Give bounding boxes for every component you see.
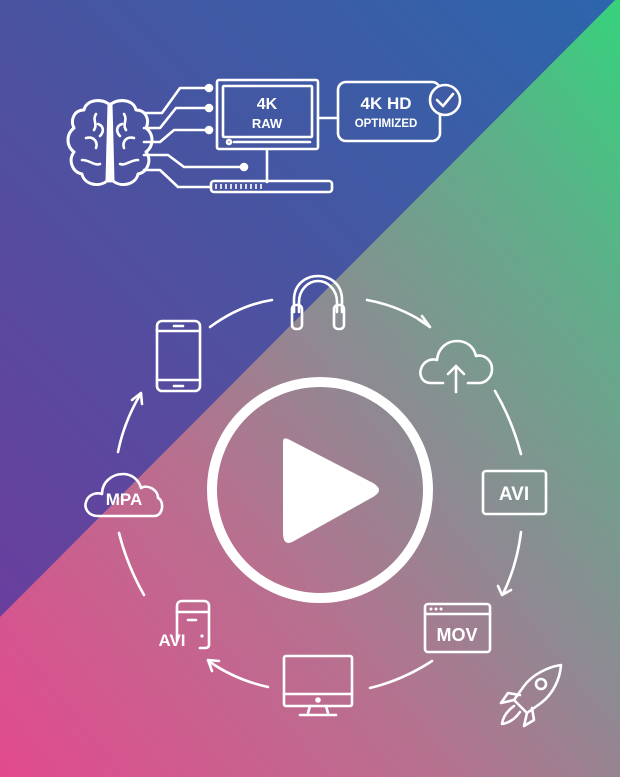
cloud-upload-icon bbox=[419, 339, 494, 394]
output-label-line1: 4K HD bbox=[360, 94, 411, 113]
pc-tower-icon: AVI bbox=[158, 599, 211, 650]
desktop-icon bbox=[282, 654, 354, 717]
output-label-line2: OPTIMIZED bbox=[355, 118, 418, 130]
checkmark-icon bbox=[428, 83, 462, 117]
browser-window-icon: MOV bbox=[423, 602, 492, 654]
monitor-icon: 4K RAW bbox=[215, 78, 320, 184]
circuit-lines bbox=[142, 83, 249, 189]
mov-label: MOV bbox=[436, 625, 477, 645]
output-badge: 4K HD OPTIMIZED bbox=[336, 80, 442, 143]
cycle-arrows bbox=[116, 298, 523, 690]
avi-left-label: AVI bbox=[158, 631, 185, 650]
smartphone-icon bbox=[155, 319, 202, 393]
cycle-diagram: AVI MOV AVI M bbox=[84, 274, 548, 717]
header-graphic: 4K RAW 4K HD O bbox=[66, 78, 462, 194]
monitor-label-line2: RAW bbox=[252, 116, 283, 131]
monitor-label-line1: 4K bbox=[257, 96, 278, 113]
play-icon bbox=[207, 377, 433, 603]
headphones-icon bbox=[290, 274, 346, 331]
progress-bar bbox=[209, 179, 334, 194]
avi-right-label: AVI bbox=[499, 484, 529, 505]
rocket-icon bbox=[499, 663, 563, 728]
node-avi-right: AVI bbox=[481, 469, 548, 516]
mpa-label: MPA bbox=[106, 490, 143, 509]
cloud-icon: MPA bbox=[84, 472, 164, 518]
